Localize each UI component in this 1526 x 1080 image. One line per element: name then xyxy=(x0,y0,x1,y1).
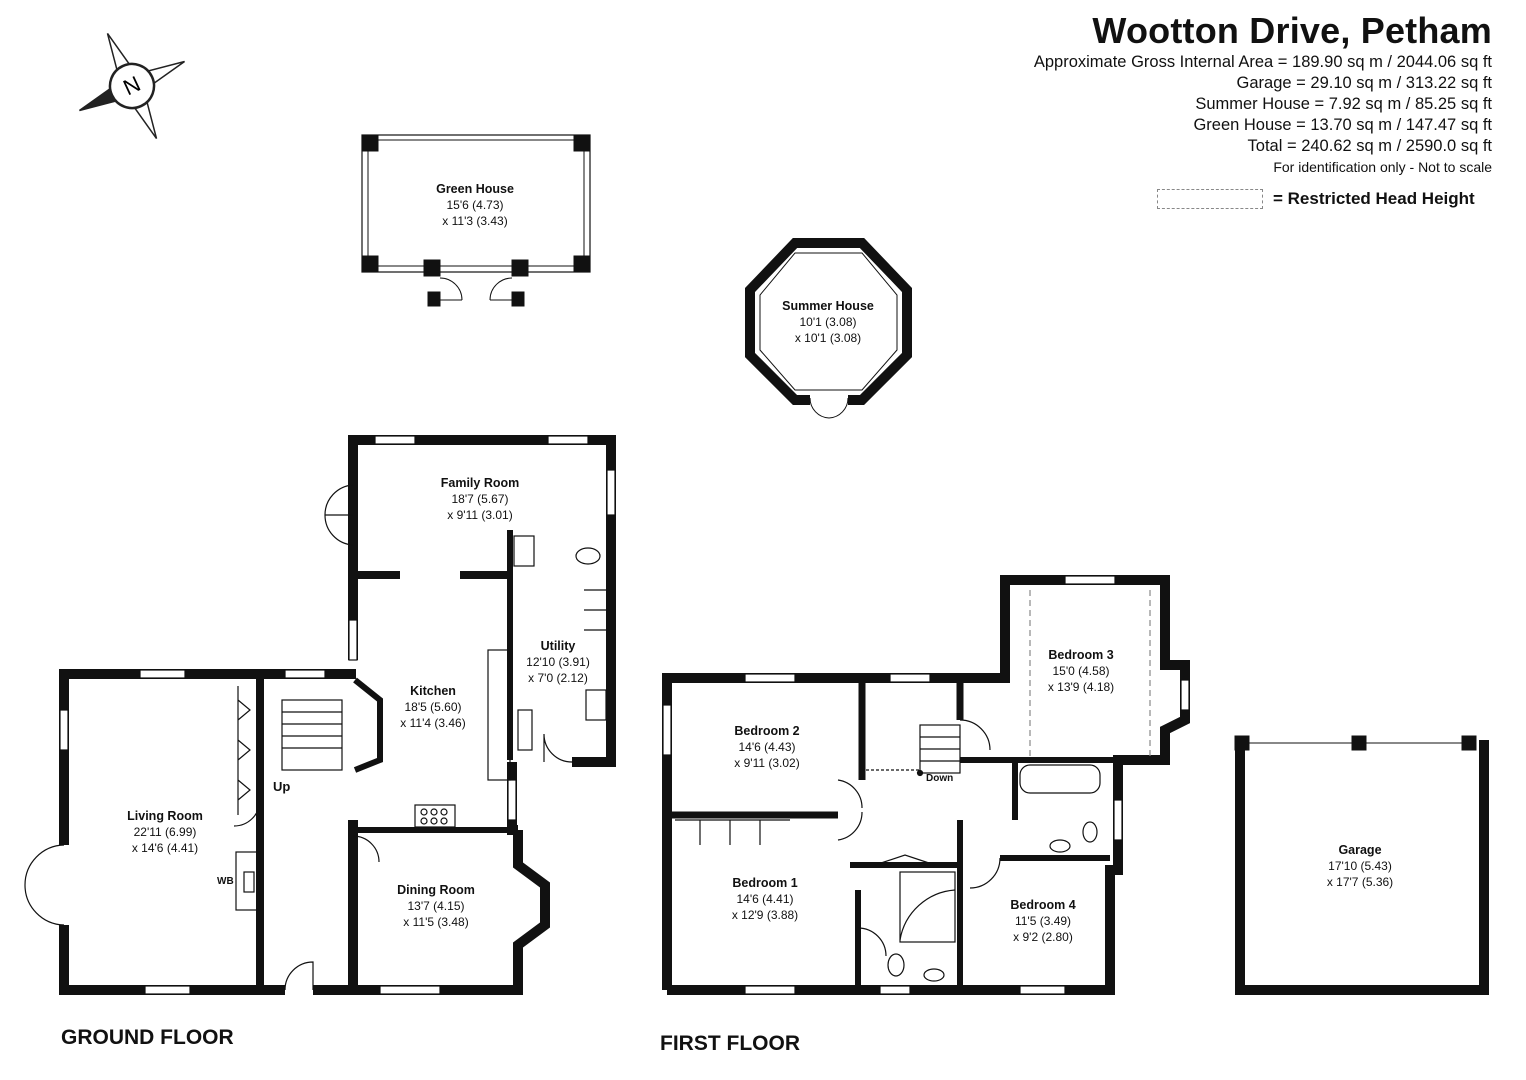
stairs-up-label: Up xyxy=(273,779,291,794)
first-floor-plan xyxy=(662,575,1190,995)
area-green-house: Green House = 13.70 sq m / 147.47 sq ft xyxy=(1193,116,1492,134)
room-kitchen: Kitchen 18'5 (5.60) x 11'4 (3.46) xyxy=(400,683,465,731)
room-dim: 17'10 (5.43) xyxy=(1328,859,1392,873)
restricted-height-swatch xyxy=(1157,189,1263,209)
room-dim: 11'5 (3.49) xyxy=(1014,914,1072,928)
garage-plan xyxy=(1234,735,1489,995)
room-bedroom-3: Bedroom 3 15'0 (4.58) x 13'9 (4.18) xyxy=(1048,647,1114,695)
room-name: Bedroom 1 xyxy=(732,876,798,890)
room-utility: Utility 12'10 (3.91) x 7'0 (2.12) xyxy=(526,638,590,686)
room-dim: x 17'7 (5.36) xyxy=(1326,875,1394,889)
first-floor-label: FIRST FLOOR xyxy=(660,1032,800,1055)
room-dim: x 10'1 (3.08) xyxy=(794,331,862,345)
area-garage: Garage = 29.10 sq m / 313.22 sq ft xyxy=(1236,74,1492,92)
room-name: Utility xyxy=(540,639,576,653)
area-summer-house: Summer House = 7.92 sq m / 85.25 sq ft xyxy=(1195,95,1492,113)
room-dim: 12'10 (3.91) xyxy=(526,655,590,669)
room-dim: x 12'9 (3.88) xyxy=(731,908,799,922)
legend: = Restricted Head Height xyxy=(1157,187,1497,213)
room-dim: x 11'3 (3.43) xyxy=(442,214,508,228)
room-green-house: Green House 15'6 (4.73) x 11'3 (3.43) xyxy=(436,181,514,229)
room-dim: x 9'11 (3.02) xyxy=(734,756,800,770)
room-name: Garage xyxy=(1338,843,1382,857)
disclaimer-note: For identification only - Not to scale xyxy=(1273,159,1492,175)
room-dim: 10'1 (3.08) xyxy=(799,315,857,329)
wood-burner-label: WB xyxy=(217,876,234,887)
room-dim: 15'6 (4.73) xyxy=(446,198,504,212)
room-name: Kitchen xyxy=(410,684,456,698)
room-name: Bedroom 3 xyxy=(1048,648,1114,662)
summer-house-plan xyxy=(745,238,912,419)
room-name: Summer House xyxy=(782,299,874,313)
green-house-plan xyxy=(361,134,591,307)
room-bedroom-4: Bedroom 4 11'5 (3.49) x 9'2 (2.80) xyxy=(1010,897,1075,945)
area-total: Total = 240.62 sq m / 2590.0 sq ft xyxy=(1247,137,1492,155)
room-name: Living Room xyxy=(127,809,203,823)
room-name: Family Room xyxy=(440,476,520,490)
room-name: Green House xyxy=(436,182,514,196)
room-name: Bedroom 2 xyxy=(734,724,800,738)
ground-floor-plan xyxy=(59,435,616,995)
room-name: Bedroom 4 xyxy=(1010,898,1076,912)
room-dim: 14'6 (4.43) xyxy=(738,740,796,754)
stairs-down-label: Down xyxy=(926,773,954,784)
room-dim: x 11'4 (3.46) xyxy=(400,716,466,730)
room-dim: x 9'11 (3.01) xyxy=(447,508,513,522)
room-dim: x 13'9 (4.18) xyxy=(1047,680,1115,694)
room-garage: Garage 17'10 (5.43) x 17'7 (5.36) xyxy=(1327,842,1393,890)
legend-label: = Restricted Head Height xyxy=(1273,189,1475,208)
compass-rose-icon xyxy=(78,32,186,140)
area-gross: Approximate Gross Internal Area = 189.90… xyxy=(1033,53,1492,71)
room-dim: 18'7 (5.67) xyxy=(451,492,509,506)
room-dim: x 11'5 (3.48) xyxy=(403,915,469,929)
room-dim: 15'0 (4.58) xyxy=(1052,664,1110,678)
first-floor-details xyxy=(662,575,1190,995)
room-name: Dining Room xyxy=(397,883,475,897)
room-dim: 14'6 (4.41) xyxy=(736,892,794,906)
room-dim: 18'5 (5.60) xyxy=(404,700,462,714)
room-living-room: Living Room 22'11 (6.99) x 14'6 (4.41) xyxy=(127,808,203,856)
ground-floor-details xyxy=(24,435,616,995)
room-dim: x 9'2 (2.80) xyxy=(1013,930,1073,944)
room-dining-room: Dining Room 13'7 (4.15) x 11'5 (3.48) xyxy=(397,882,475,930)
room-dim: 22'11 (6.99) xyxy=(133,825,197,839)
room-family-room: Family Room 18'7 (5.67) x 9'11 (3.01) xyxy=(441,475,520,523)
room-dim: x 7'0 (2.12) xyxy=(528,671,588,685)
room-bedroom-2: Bedroom 2 14'6 (4.43) x 9'11 (3.02) xyxy=(734,723,799,771)
room-bedroom-1: Bedroom 1 14'6 (4.41) x 12'9 (3.88) xyxy=(732,875,798,923)
area-summary: Approximate Gross Internal Area = 189.90… xyxy=(1034,52,1492,177)
room-summer-house: Summer House 10'1 (3.08) x 10'1 (3.08) xyxy=(782,298,874,346)
room-dim: x 14'6 (4.41) xyxy=(131,841,199,855)
page-title: Wootton Drive, Petham xyxy=(1092,10,1492,51)
room-dim: 13'7 (4.15) xyxy=(407,899,465,913)
ground-floor-label: GROUND FLOOR xyxy=(61,1026,234,1049)
